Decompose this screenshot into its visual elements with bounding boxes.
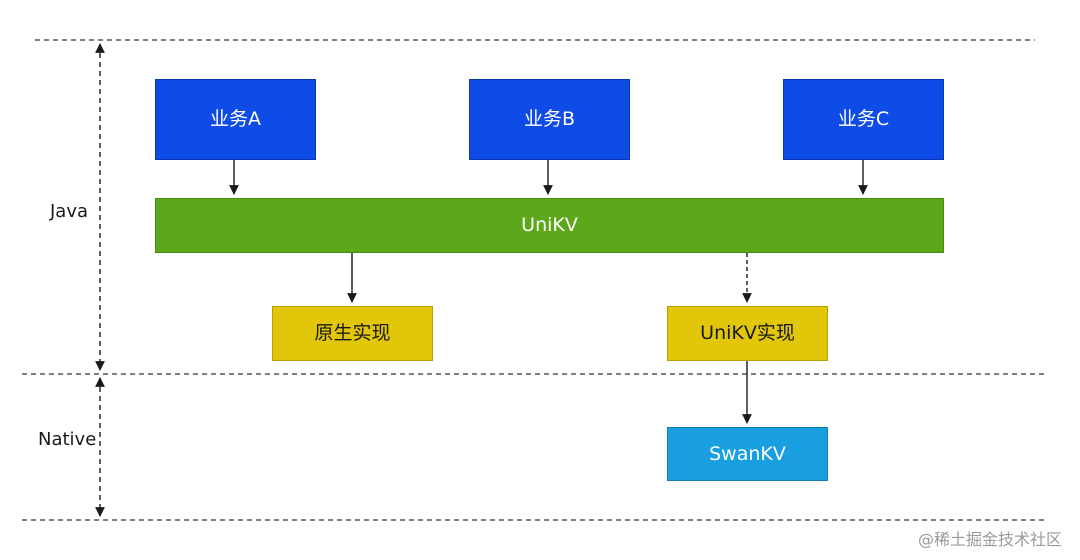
java-layer-label: Java xyxy=(50,201,89,222)
unikv-layer-box: UniKV xyxy=(155,198,944,253)
business-b-box: 业务B xyxy=(469,79,630,160)
watermark-text: @稀土掘金技术社区 xyxy=(917,530,1062,549)
business-c-box: 业务C xyxy=(783,79,944,160)
native-implementation-box: 原生实现 xyxy=(272,306,433,361)
swankv-box: SwanKV xyxy=(667,427,828,481)
native-layer-label: Native xyxy=(38,429,97,450)
business-a-box: 业务A xyxy=(155,79,316,160)
unikv-implementation-box: UniKV实现 xyxy=(667,306,828,361)
